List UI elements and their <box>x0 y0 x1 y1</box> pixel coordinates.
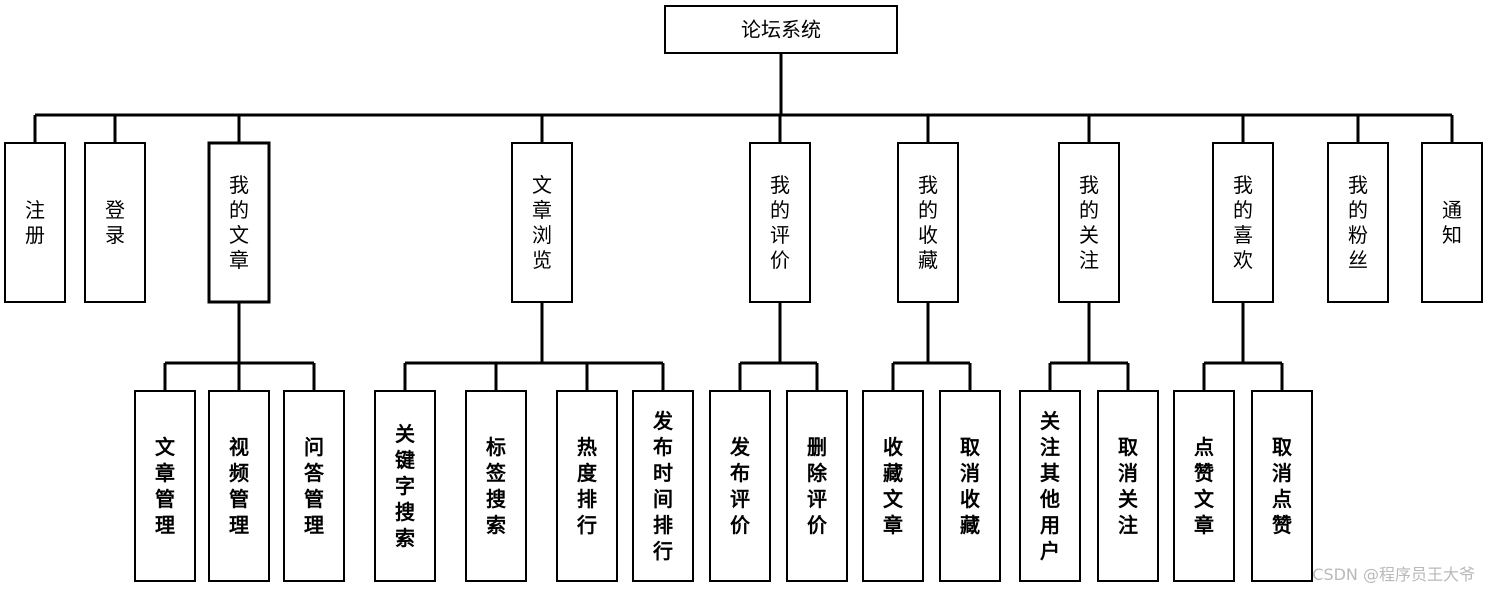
connectors <box>33 53 1454 391</box>
level1-node-6-frame <box>897 142 959 303</box>
level2-node-6-2: 取消收藏 <box>939 390 1001 582</box>
level2-node-3-1: 文章管理 <box>134 390 196 582</box>
level1-node-1: 注册 <box>4 142 66 303</box>
level2-node-3-1-label: 文章管理 <box>155 435 176 537</box>
level1-node-2: 登录 <box>84 142 146 303</box>
level2-node-6-2-frame <box>939 390 1001 582</box>
level2-node-4-1-label: 关键字搜索 <box>395 422 416 550</box>
level2-node-7-2-label: 取消关注 <box>1118 435 1138 537</box>
level1-node-8-frame <box>1212 142 1274 303</box>
level1-node-4-label: 文章浏览 <box>532 173 552 272</box>
level2-node-4-2: 标签搜索 <box>465 390 527 582</box>
level1-node-5: 我的评价 <box>749 142 811 303</box>
level1-node-5-frame <box>749 142 811 303</box>
level1-node-4-frame <box>511 142 573 303</box>
level2-node-8-1-label: 点赞文章 <box>1193 435 1215 537</box>
level2-node-3-2-label: 视频管理 <box>229 435 249 537</box>
level2-node-8-2-label: 取消点赞 <box>1271 435 1292 537</box>
root-node: 论坛系统 <box>664 5 898 54</box>
level2-node-5-1-frame <box>709 390 771 582</box>
watermark: CSDN @程序员王大爷 <box>1312 565 1475 584</box>
level1-node-9: 我的粉丝 <box>1327 142 1389 303</box>
level1-node-7-label: 我的关注 <box>1079 173 1099 272</box>
level1-node-3-frame <box>207 141 271 304</box>
level1-node-7-frame <box>1058 142 1120 303</box>
level2-node-8-1: 点赞文章 <box>1173 390 1235 582</box>
level2-node-4-3: 热度排行 <box>556 390 618 582</box>
level1-node-4: 文章浏览 <box>511 142 573 303</box>
level2-node-4-4-label: 发布时间排行 <box>652 409 674 563</box>
level2-node-4-3-frame <box>556 390 618 582</box>
level2-node-5-2: 删除评价 <box>786 390 848 582</box>
root-node-frame <box>664 5 898 54</box>
level2-node-3-1-frame <box>134 390 196 582</box>
level2-node-5-1: 发布评价 <box>709 390 771 582</box>
level2-node-3-3-frame <box>283 390 345 582</box>
level2-node-4-1: 关键字搜索 <box>374 390 436 582</box>
level2-node-3-3-label: 问答管理 <box>304 435 325 537</box>
level2-node-6-1: 收藏文章 <box>862 390 924 582</box>
level1-node-10-frame <box>1421 142 1483 303</box>
level1-node-5-label: 我的评价 <box>770 173 790 272</box>
level2-node-3-3: 问答管理 <box>283 390 345 582</box>
level1-node-9-label: 我的粉丝 <box>1348 173 1368 272</box>
level2-node-4-3-label: 热度排行 <box>576 435 598 537</box>
level1-node-10: 通知 <box>1421 142 1483 303</box>
level2-node-8-1-frame <box>1173 390 1235 582</box>
root-node-label: 论坛系统 <box>741 18 821 42</box>
level1-node-9-frame <box>1327 142 1389 303</box>
level1-node-6: 我的收藏 <box>897 142 959 303</box>
level2-node-7-1: 关注其他用户 <box>1019 390 1081 582</box>
level2-node-4-1-frame <box>374 390 436 582</box>
level2-node-5-1-label: 发布评价 <box>729 435 751 537</box>
level1-node-3: 我的文章 <box>207 141 271 304</box>
level1-node-7: 我的关注 <box>1058 142 1120 303</box>
level2-node-7-2-frame <box>1097 390 1159 582</box>
level2-node-6-1-frame <box>862 390 924 582</box>
level1-node-1-frame <box>4 142 66 303</box>
level2-node-3-2-frame <box>208 390 270 582</box>
level2-node-8-2-frame <box>1251 390 1313 582</box>
level2-node-7-2: 取消关注 <box>1097 390 1159 582</box>
level1-node-6-label: 我的收藏 <box>918 173 938 272</box>
level2-node-6-1-label: 收藏文章 <box>883 435 904 537</box>
level2-node-6-2-label: 取消收藏 <box>960 435 980 537</box>
level2-node-3-2: 视频管理 <box>208 390 270 582</box>
level2-node-5-2-label: 删除评价 <box>807 435 828 537</box>
level1-node-8-label: 我的喜欢 <box>1233 173 1253 272</box>
level2-node-7-1-frame <box>1019 390 1081 582</box>
level1-node-10-label: 通知 <box>1442 198 1462 247</box>
level2-node-4-4-frame <box>632 390 694 582</box>
level1-node-1-label: 注册 <box>25 198 45 247</box>
level2-node-7-1-label: 关注其他用户 <box>1039 409 1060 563</box>
level2-node-4-4: 发布时间排行 <box>632 390 694 582</box>
level2-node-4-2-frame <box>465 390 527 582</box>
level2-node-4-2-label: 标签搜索 <box>485 435 507 537</box>
level1-node-2-label: 登录 <box>105 198 125 247</box>
level1-node-8: 我的喜欢 <box>1212 142 1274 303</box>
level2-node-8-2: 取消点赞 <box>1251 390 1313 582</box>
level2-node-5-2-frame <box>786 390 848 582</box>
level1-node-2-frame <box>84 142 146 303</box>
level1-node-3-label: 我的文章 <box>229 173 249 272</box>
